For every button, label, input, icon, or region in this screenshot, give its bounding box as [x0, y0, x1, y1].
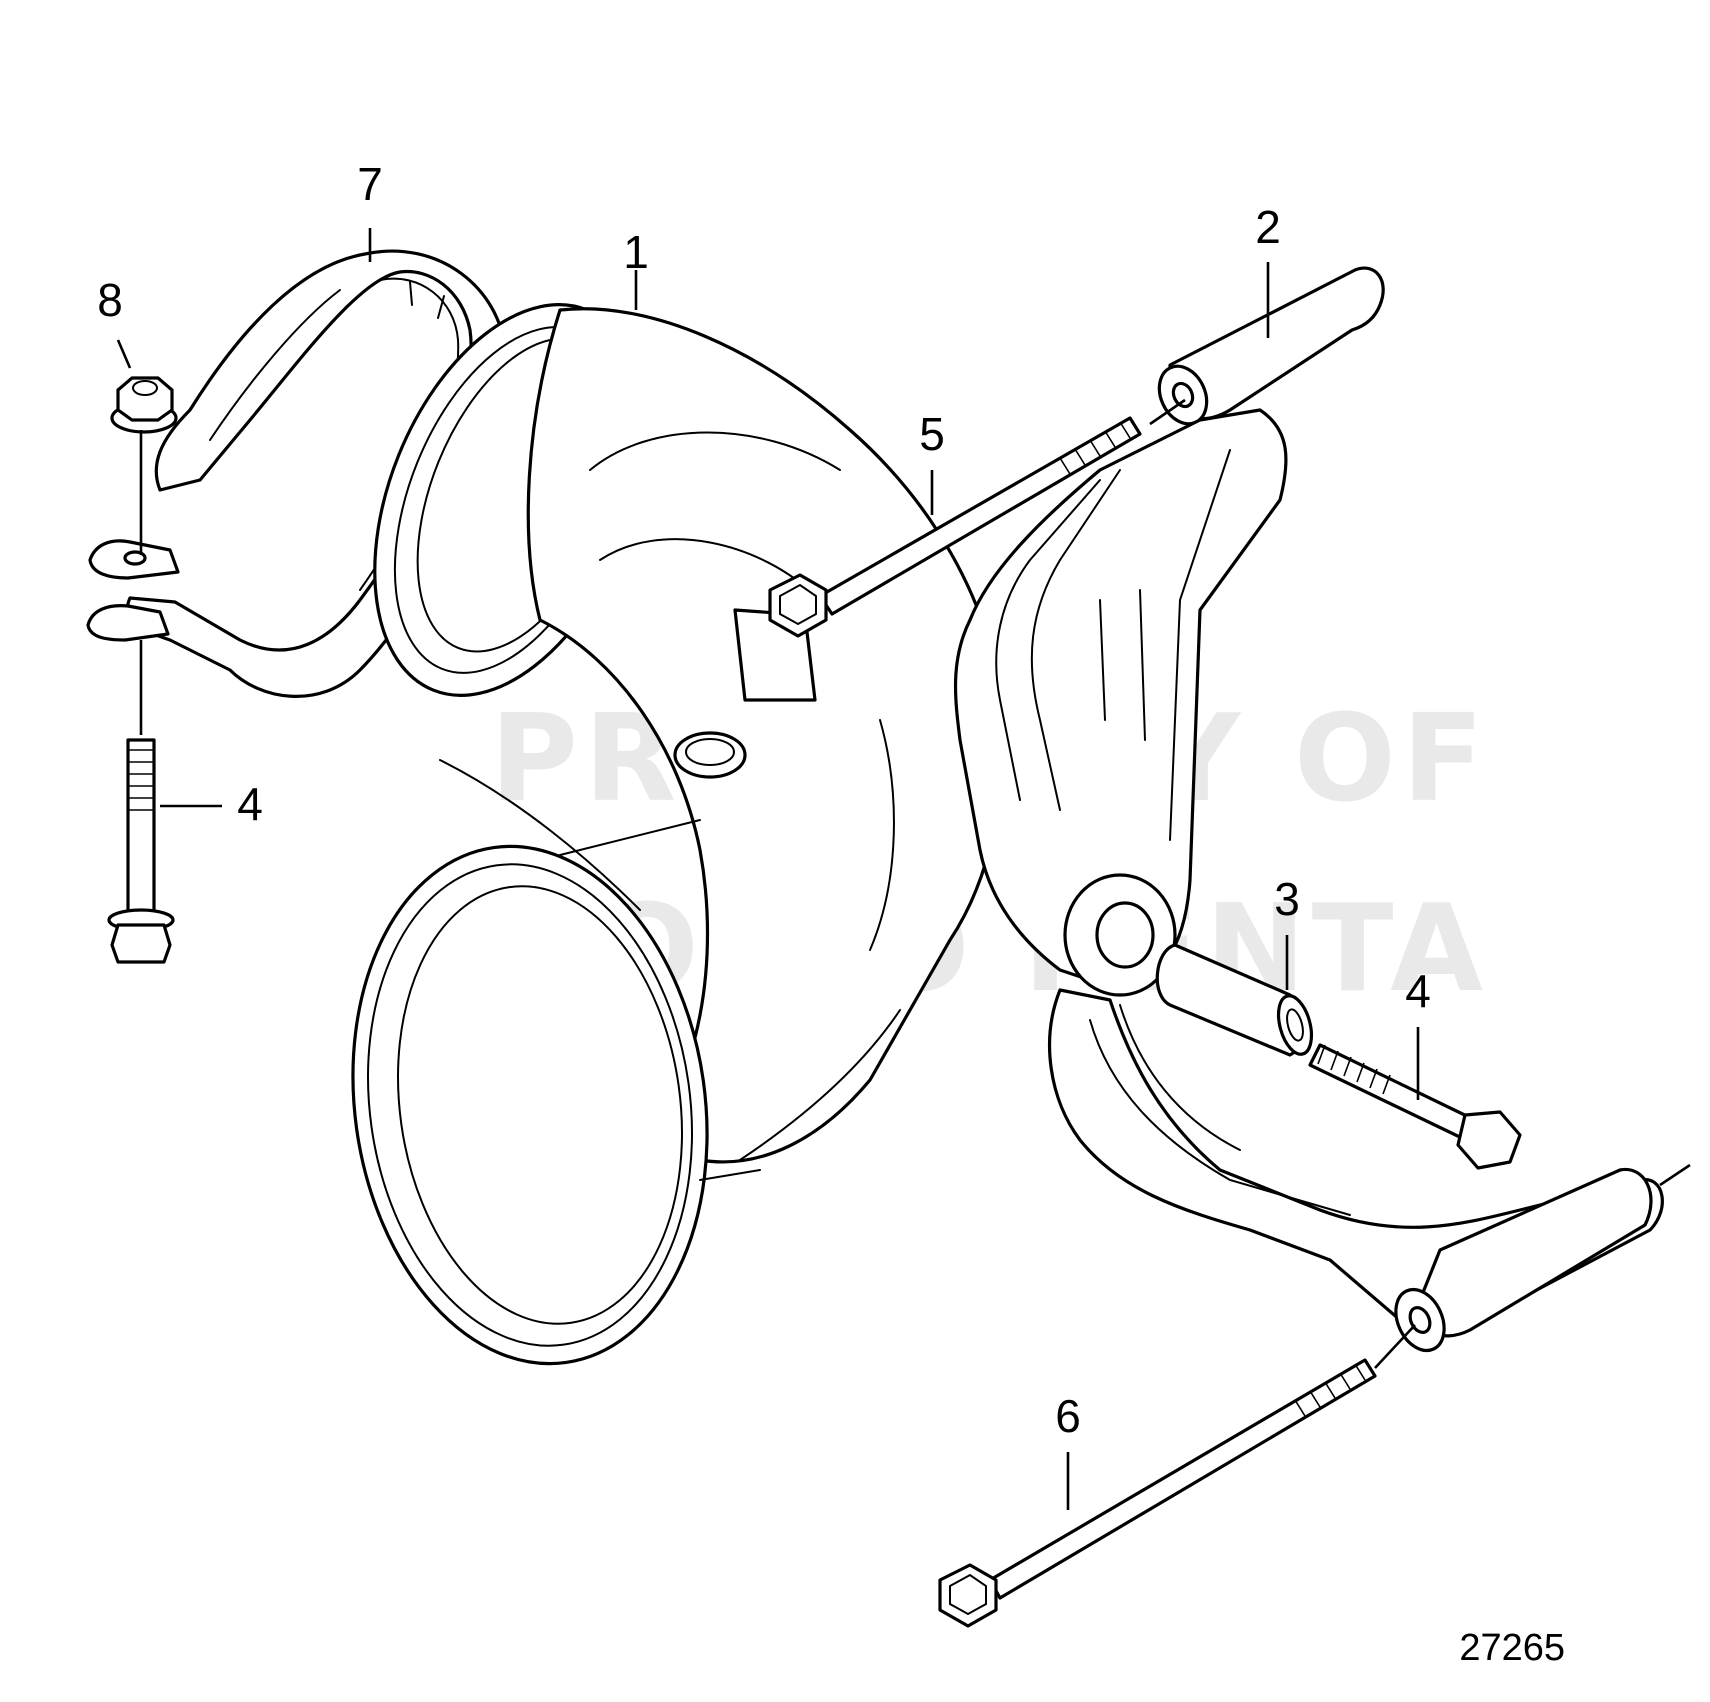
callout-leaders — [116, 228, 1420, 1510]
spacer-sleeve-part-3 — [1155, 943, 1314, 1057]
callout-4-right: 4 — [1405, 965, 1431, 1017]
callout-1: 1 — [623, 226, 649, 278]
callout-8: 8 — [97, 274, 123, 326]
callout-5: 5 — [919, 408, 945, 460]
callout-2: 2 — [1255, 201, 1281, 253]
callout-6: 6 — [1055, 1390, 1081, 1442]
short-bolt-part-4-right — [1308, 1043, 1522, 1170]
long-bolt-part-6 — [938, 1358, 1377, 1628]
callout-7: 7 — [357, 158, 383, 210]
long-bolt-part-5 — [768, 416, 1142, 638]
figure-reference-number: 27265 — [1459, 1627, 1565, 1669]
assembly-guide-lines — [139, 398, 1691, 1369]
callout-labels: 1 2 3 4 4 5 6 7 8 — [97, 158, 1431, 1442]
callout-4-left: 4 — [237, 778, 263, 830]
bracket-part-2 — [953, 266, 1664, 1353]
flange-nut-part-8 — [110, 376, 178, 434]
callout-3: 3 — [1274, 873, 1300, 925]
short-bolt-part-4-left — [107, 738, 175, 964]
